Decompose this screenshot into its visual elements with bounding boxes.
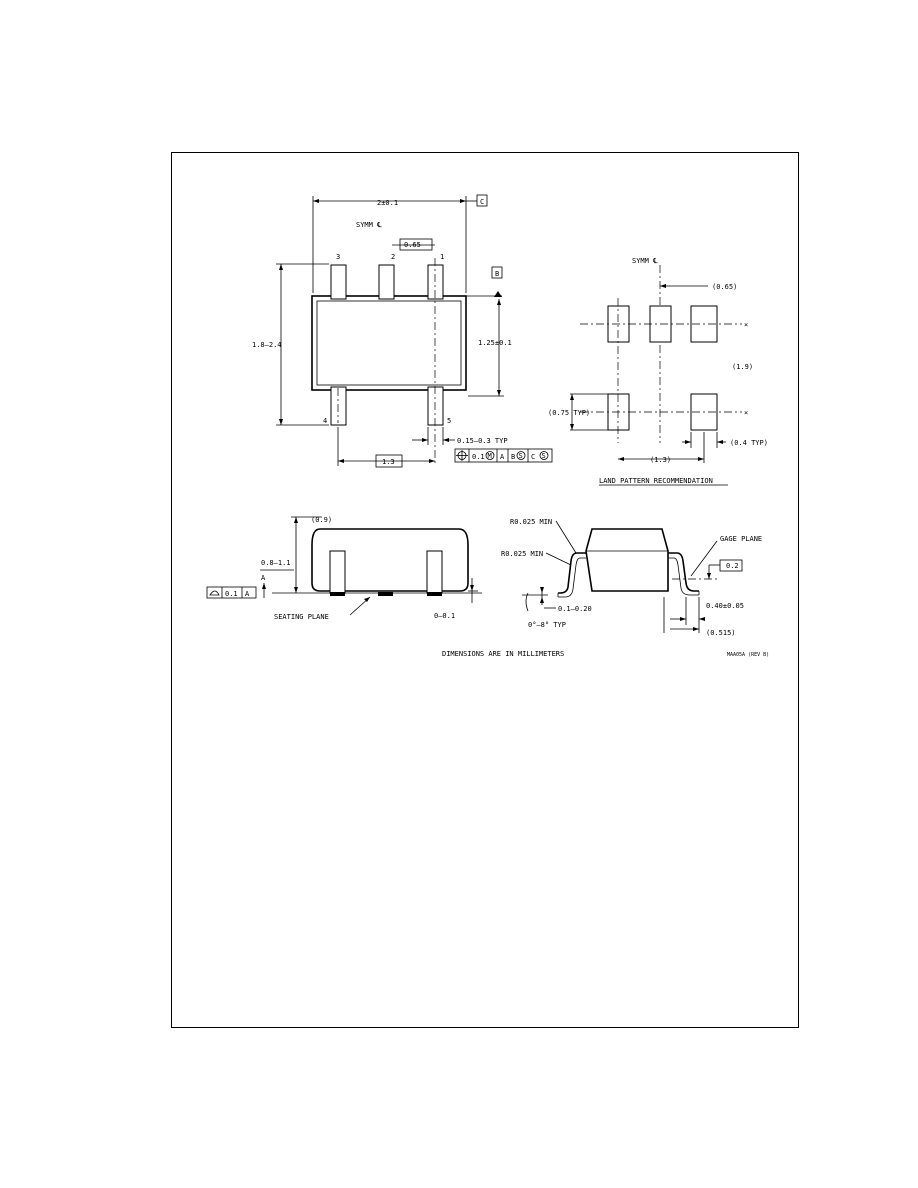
span-dim-label: 1.3: [382, 458, 395, 466]
radius-label-2: R0.025 MIN: [501, 550, 543, 558]
fcf-datum-a: A: [500, 453, 505, 461]
side-height-dim: 0.8–1.1: [261, 559, 291, 567]
drawing-frame: 2±0.1 C SYMM ℄ 0.65 3 2 1 4 5 B: [171, 152, 799, 1028]
pin-4-label: 4: [323, 417, 327, 425]
side-datum-a: A: [261, 574, 266, 582]
lp-symm-label: SYMM ℄: [632, 257, 658, 265]
gage-value: 0.2: [726, 562, 739, 570]
side-top-dim: (0.9): [311, 516, 332, 524]
side-view: (0.9) 0.8–1.1 A 0.1 A SEATING PLANE 0–0.…: [206, 516, 482, 621]
fcf-rfs-b: S: [519, 452, 523, 460]
radius-label-1: R0.025 MIN: [510, 518, 552, 526]
lp-pad-len-label: (0.75 TYP): [548, 409, 590, 417]
datum-c-label: C: [480, 198, 484, 206]
lead-detail-view: R0.025 MIN R0.025 MIN GAGE PLANE 0.2 0.1…: [501, 518, 762, 637]
lead-len-ref-label: (0.515): [706, 629, 736, 637]
top-view: 2±0.1 C SYMM ℄ 0.65 3 2 1 4 5 B: [252, 194, 553, 468]
pin-3-label: 3: [336, 253, 340, 261]
symm-label: SYMM ℄: [356, 221, 382, 229]
package-outline-drawing: 2±0.1 C SYMM ℄ 0.65 3 2 1 4 5 B: [206, 194, 769, 658]
lp-span-label: (1.3): [650, 456, 671, 464]
flatness-value: 0.1: [225, 590, 238, 598]
flatness-datum: A: [245, 590, 250, 598]
land-pattern-view: SYMM ℄ (0.65) × × (1.9) (0.75 TYP) (: [548, 257, 768, 486]
lead-width-label: 0.15–0.3 TYP: [457, 437, 508, 445]
angle-label: 0°–8° TYP: [528, 621, 566, 629]
lp-caption: LAND PATTERN RECOMMENDATION: [599, 477, 713, 485]
lp-pad-width-label: (0.4 TYP): [730, 439, 768, 447]
body-dim-label: 1.25±0.1: [478, 339, 512, 347]
datum-b-label: B: [495, 270, 499, 278]
fcf-datum-b: B: [511, 453, 515, 461]
pin-5-label: 5: [447, 417, 451, 425]
lead-len-label: 0.40±0.05: [706, 602, 744, 610]
pitch-dim-label: 0.65: [404, 241, 421, 249]
fcf-rfs-c: S: [542, 452, 546, 460]
lp-cl-mark-1: ×: [744, 321, 748, 329]
lp-row-gap-label: (1.9): [732, 363, 753, 371]
lp-pitch-label: (0.65): [712, 283, 737, 291]
standoff-label: 0–0.1: [434, 612, 455, 620]
fcf-mmc: M: [488, 452, 492, 460]
pin-1-label: 1: [440, 253, 444, 261]
seating-plane-label: SEATING PLANE: [274, 613, 329, 621]
dimensions-footnote: DIMENSIONS ARE IN MILLIMETERS: [442, 650, 564, 658]
lp-cl-mark-2: ×: [744, 409, 748, 417]
width-dim-label: 2±0.1: [377, 199, 398, 207]
feature-control-frame: 0.1 M A B S C S: [454, 448, 553, 463]
drawing-id: MAA05A (REV B): [727, 652, 769, 658]
gage-plane-label: GAGE PLANE: [720, 535, 762, 543]
fcf-tolerance: 0.1: [472, 453, 485, 461]
pin-2-label: 2: [391, 253, 395, 261]
thickness-label: 0.1–0.20: [558, 605, 592, 613]
fcf-datum-c: C: [531, 453, 535, 461]
height-dim-label: 1.8–2.4: [252, 341, 282, 349]
